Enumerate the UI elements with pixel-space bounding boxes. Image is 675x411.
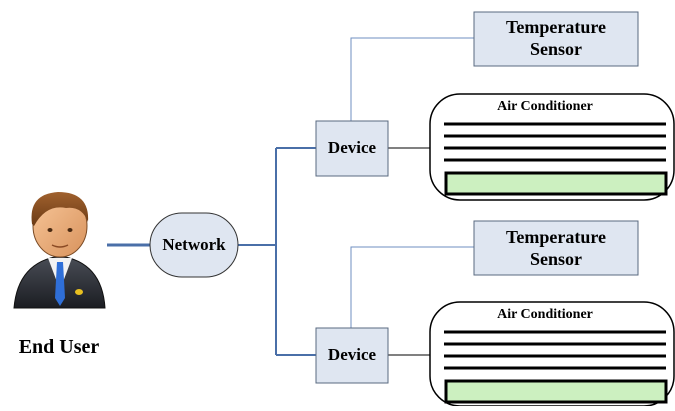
businessman-avatar-icon <box>13 192 106 309</box>
device-node-1 <box>315 120 389 177</box>
air-conditioner-1 <box>429 93 675 201</box>
device-node-2 <box>315 327 389 384</box>
temperature-sensor-label-2a: Temperature <box>506 227 606 247</box>
network-label: Network <box>162 235 226 254</box>
temperature-sensor-label-2b: Sensor <box>529 249 582 269</box>
air-conditioner-title-2: Air Conditioner <box>497 307 593 322</box>
device-label-1: Device <box>327 138 377 157</box>
network-node <box>149 212 239 278</box>
temperature-sensor-2 <box>473 220 639 276</box>
ac-display-2 <box>444 379 668 404</box>
device1-sensor-connector <box>350 37 474 121</box>
device2-sensor-connector <box>350 246 474 328</box>
end-user-label: End User <box>18 335 100 358</box>
temperature-sensor-1 <box>473 11 639 67</box>
temperature-sensor-label-1a: Temperature <box>506 17 606 37</box>
ac-display-1 <box>444 171 668 196</box>
air-conditioner-2 <box>429 301 675 407</box>
device-label-2: Device <box>327 345 377 364</box>
temperature-sensor-label-1b: Sensor <box>529 39 582 59</box>
air-conditioner-title-1: Air Conditioner <box>497 99 593 114</box>
